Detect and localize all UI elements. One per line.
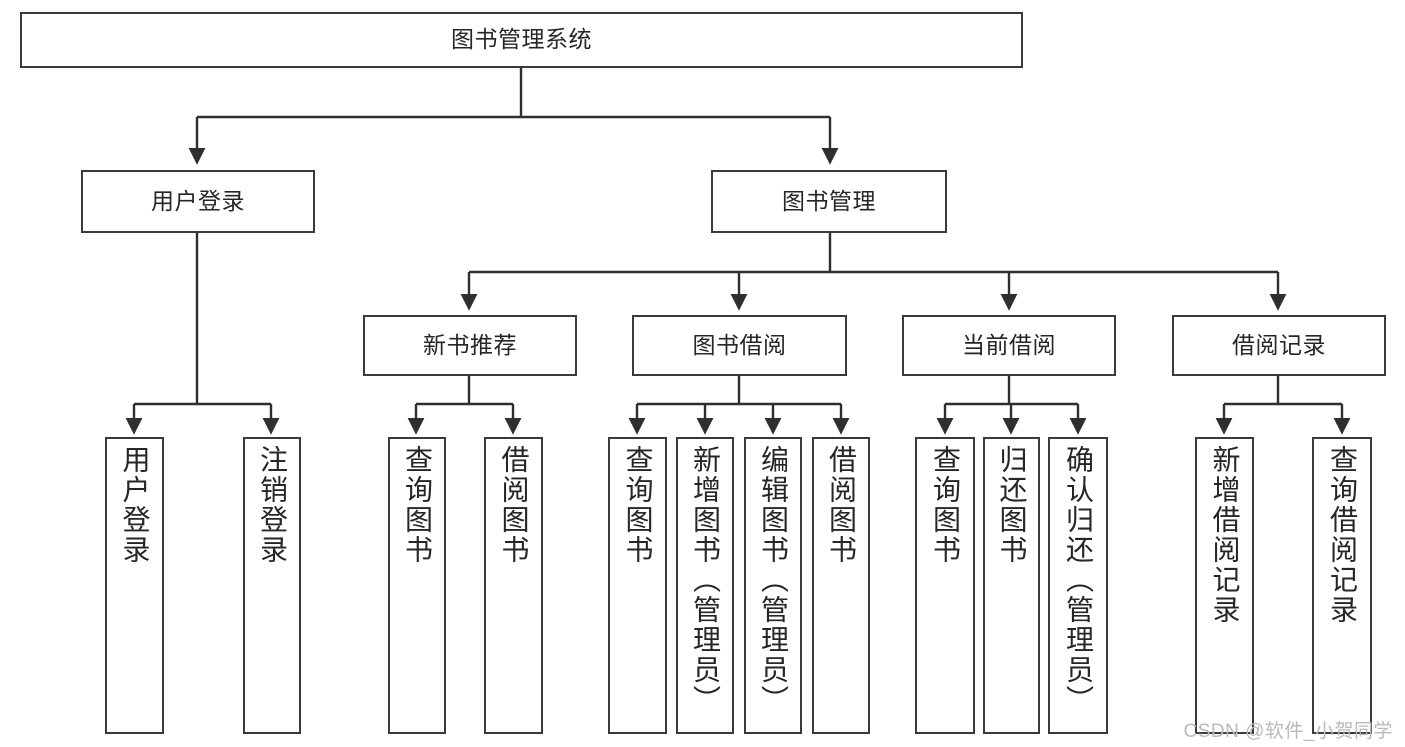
node-root-label: 图书管理系统 xyxy=(451,26,592,53)
node-current-borrow-label: 当前借阅 xyxy=(962,331,1056,358)
node-leaf-return-book-label: 归还图书 xyxy=(996,445,1028,565)
node-leaf-add-book-label: 新增图书（管理员） xyxy=(690,445,721,715)
node-leaf-add-book[interactable]: 新增图书（管理员） xyxy=(676,437,734,734)
node-user-login-label: 用户登录 xyxy=(151,187,245,214)
node-leaf-confirm-return-label: 确认归还（管理员） xyxy=(1063,445,1094,715)
node-leaf-edit-book-label: 编辑图书（管理员） xyxy=(758,445,789,715)
node-leaf-query-book-1-label: 查询图书 xyxy=(402,445,433,565)
node-new-book-recommend-label: 新书推荐 xyxy=(423,331,517,358)
watermark-text: CSDN @软件_小贺同学 xyxy=(1183,721,1393,742)
node-borrow-record-label: 借阅记录 xyxy=(1232,331,1326,358)
node-leaf-user-login-label: 用户登录 xyxy=(119,445,151,565)
node-user-login[interactable]: 用户登录 xyxy=(81,170,315,233)
node-root[interactable]: 图书管理系统 xyxy=(20,12,1023,68)
node-leaf-query-book-2[interactable]: 查询图书 xyxy=(608,437,667,734)
node-book-borrow[interactable]: 图书借阅 xyxy=(632,315,847,376)
node-leaf-logout-login[interactable]: 注销登录 xyxy=(243,437,301,734)
node-leaf-query-book-3-label: 查询图书 xyxy=(930,445,961,565)
node-book-management-label: 图书管理 xyxy=(782,187,876,214)
node-leaf-borrow-book-2[interactable]: 借阅图书 xyxy=(812,437,870,734)
node-new-book-recommend[interactable]: 新书推荐 xyxy=(363,315,577,376)
node-leaf-add-record[interactable]: 新增借阅记录 xyxy=(1195,437,1254,734)
node-leaf-query-book-1[interactable]: 查询图书 xyxy=(388,437,446,734)
node-leaf-edit-book[interactable]: 编辑图书（管理员） xyxy=(744,437,802,734)
node-leaf-borrow-book-2-label: 借阅图书 xyxy=(826,445,857,565)
node-leaf-confirm-return[interactable]: 确认归还（管理员） xyxy=(1048,437,1108,734)
node-book-management[interactable]: 图书管理 xyxy=(711,170,947,233)
node-leaf-user-login[interactable]: 用户登录 xyxy=(105,437,164,734)
node-leaf-query-book-2-label: 查询图书 xyxy=(622,445,654,565)
node-leaf-borrow-book-1-label: 借阅图书 xyxy=(498,445,530,565)
node-leaf-add-record-label: 新增借阅记录 xyxy=(1209,445,1241,625)
node-borrow-record[interactable]: 借阅记录 xyxy=(1172,315,1386,376)
node-leaf-query-book-3[interactable]: 查询图书 xyxy=(915,437,975,734)
node-book-borrow-label: 图书借阅 xyxy=(692,331,787,358)
node-leaf-borrow-book-1[interactable]: 借阅图书 xyxy=(484,437,543,734)
node-leaf-return-book[interactable]: 归还图书 xyxy=(983,437,1040,734)
node-leaf-query-record[interactable]: 查询借阅记录 xyxy=(1312,437,1372,734)
node-leaf-logout-login-label: 注销登录 xyxy=(257,445,288,565)
node-current-borrow[interactable]: 当前借阅 xyxy=(902,315,1116,376)
node-leaf-query-record-label: 查询借阅记录 xyxy=(1327,445,1358,625)
